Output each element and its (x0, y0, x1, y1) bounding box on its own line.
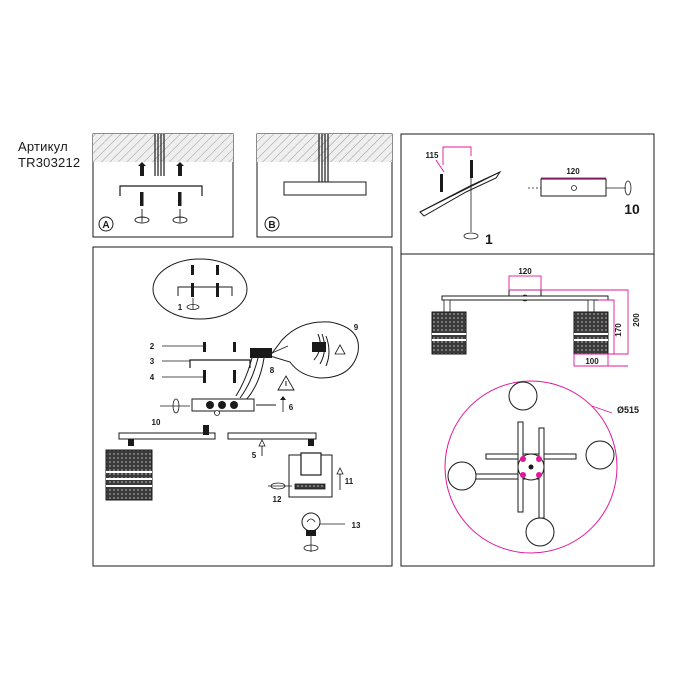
plate-isometric (419, 160, 502, 240)
dim-100-label: 100 (585, 357, 599, 366)
step-1-callout-label: 1 (178, 303, 183, 312)
arm-right (227, 432, 317, 446)
bracket-a (119, 185, 203, 196)
rotate-icon-10 (160, 398, 190, 414)
badge-a-label: A (102, 220, 109, 231)
step-1-label: 1 (485, 231, 493, 247)
rotate-icons-a (134, 209, 188, 224)
anchors-a (138, 162, 184, 176)
shade-left (105, 449, 153, 501)
rotate-icon-12 (268, 482, 292, 490)
dim-120-top-label: 120 (518, 267, 532, 276)
plate-side-view (528, 178, 632, 197)
dim-120-plate-label: 120 (566, 167, 580, 176)
badge-b-label: B (268, 220, 275, 231)
plan-center-markers (520, 456, 542, 478)
callout-anchors (152, 258, 248, 320)
panel-b: B (256, 133, 393, 238)
step-5-label: 5 (252, 451, 257, 460)
step-4-label: 4 (150, 373, 155, 382)
step-9-label: 9 (354, 323, 359, 332)
bracket-main (189, 359, 251, 368)
callout-wiring (269, 321, 359, 379)
arrow-5 (258, 439, 266, 456)
arrow-11 (336, 467, 344, 490)
dims-side (508, 275, 629, 367)
step-10-assembly-label: 10 (152, 418, 161, 427)
sku-label: Артикул (18, 139, 68, 154)
fixture-plan-view (447, 381, 615, 547)
dim-200-label: 200 (632, 313, 641, 327)
shade-right (288, 452, 333, 498)
fixture-side-view (431, 289, 609, 355)
step-13-label: 13 (352, 521, 361, 530)
badge-b (264, 216, 280, 232)
diameter-label: Ø515 (617, 405, 639, 415)
screw-6 (256, 396, 286, 412)
dim-170-label: 170 (614, 323, 623, 337)
step-3-label: 3 (150, 357, 155, 366)
step-8-label: 8 (270, 366, 275, 375)
panel-a: A (92, 133, 234, 238)
diameter-circle (444, 380, 618, 554)
step-10-label: 10 (624, 201, 640, 217)
warning-icon (277, 375, 295, 391)
dim-115 (435, 146, 472, 173)
canopy (191, 398, 255, 416)
ceiling-hatch-a (93, 134, 233, 162)
step-12-label: 12 (273, 495, 282, 504)
screw-pair (203, 370, 236, 383)
wires-b (318, 134, 329, 182)
mounting-plate-b (283, 181, 367, 196)
sku-block: Артикул TR303212 (18, 139, 80, 171)
dim-115-label: 115 (426, 151, 439, 160)
panel-plate-detail: 115 1 120 10 (400, 133, 655, 255)
step-11-label: 11 (345, 477, 354, 486)
step-6-label: 6 (289, 403, 294, 412)
sku-code: TR303212 (18, 155, 81, 170)
terminal-block (235, 345, 289, 401)
bulb-icon (301, 512, 345, 552)
diameter-leader (591, 405, 613, 414)
screws-a (140, 192, 182, 206)
panel-dimensions: 120 170 200 100 Ø515 (400, 253, 655, 567)
anchor-pair (203, 342, 236, 352)
arm-left (118, 425, 216, 446)
wires-a (154, 134, 165, 176)
panel-assembly: 1 9 2 3 4 (92, 246, 393, 567)
badge-a (98, 216, 114, 232)
step-2-label: 2 (150, 342, 155, 351)
